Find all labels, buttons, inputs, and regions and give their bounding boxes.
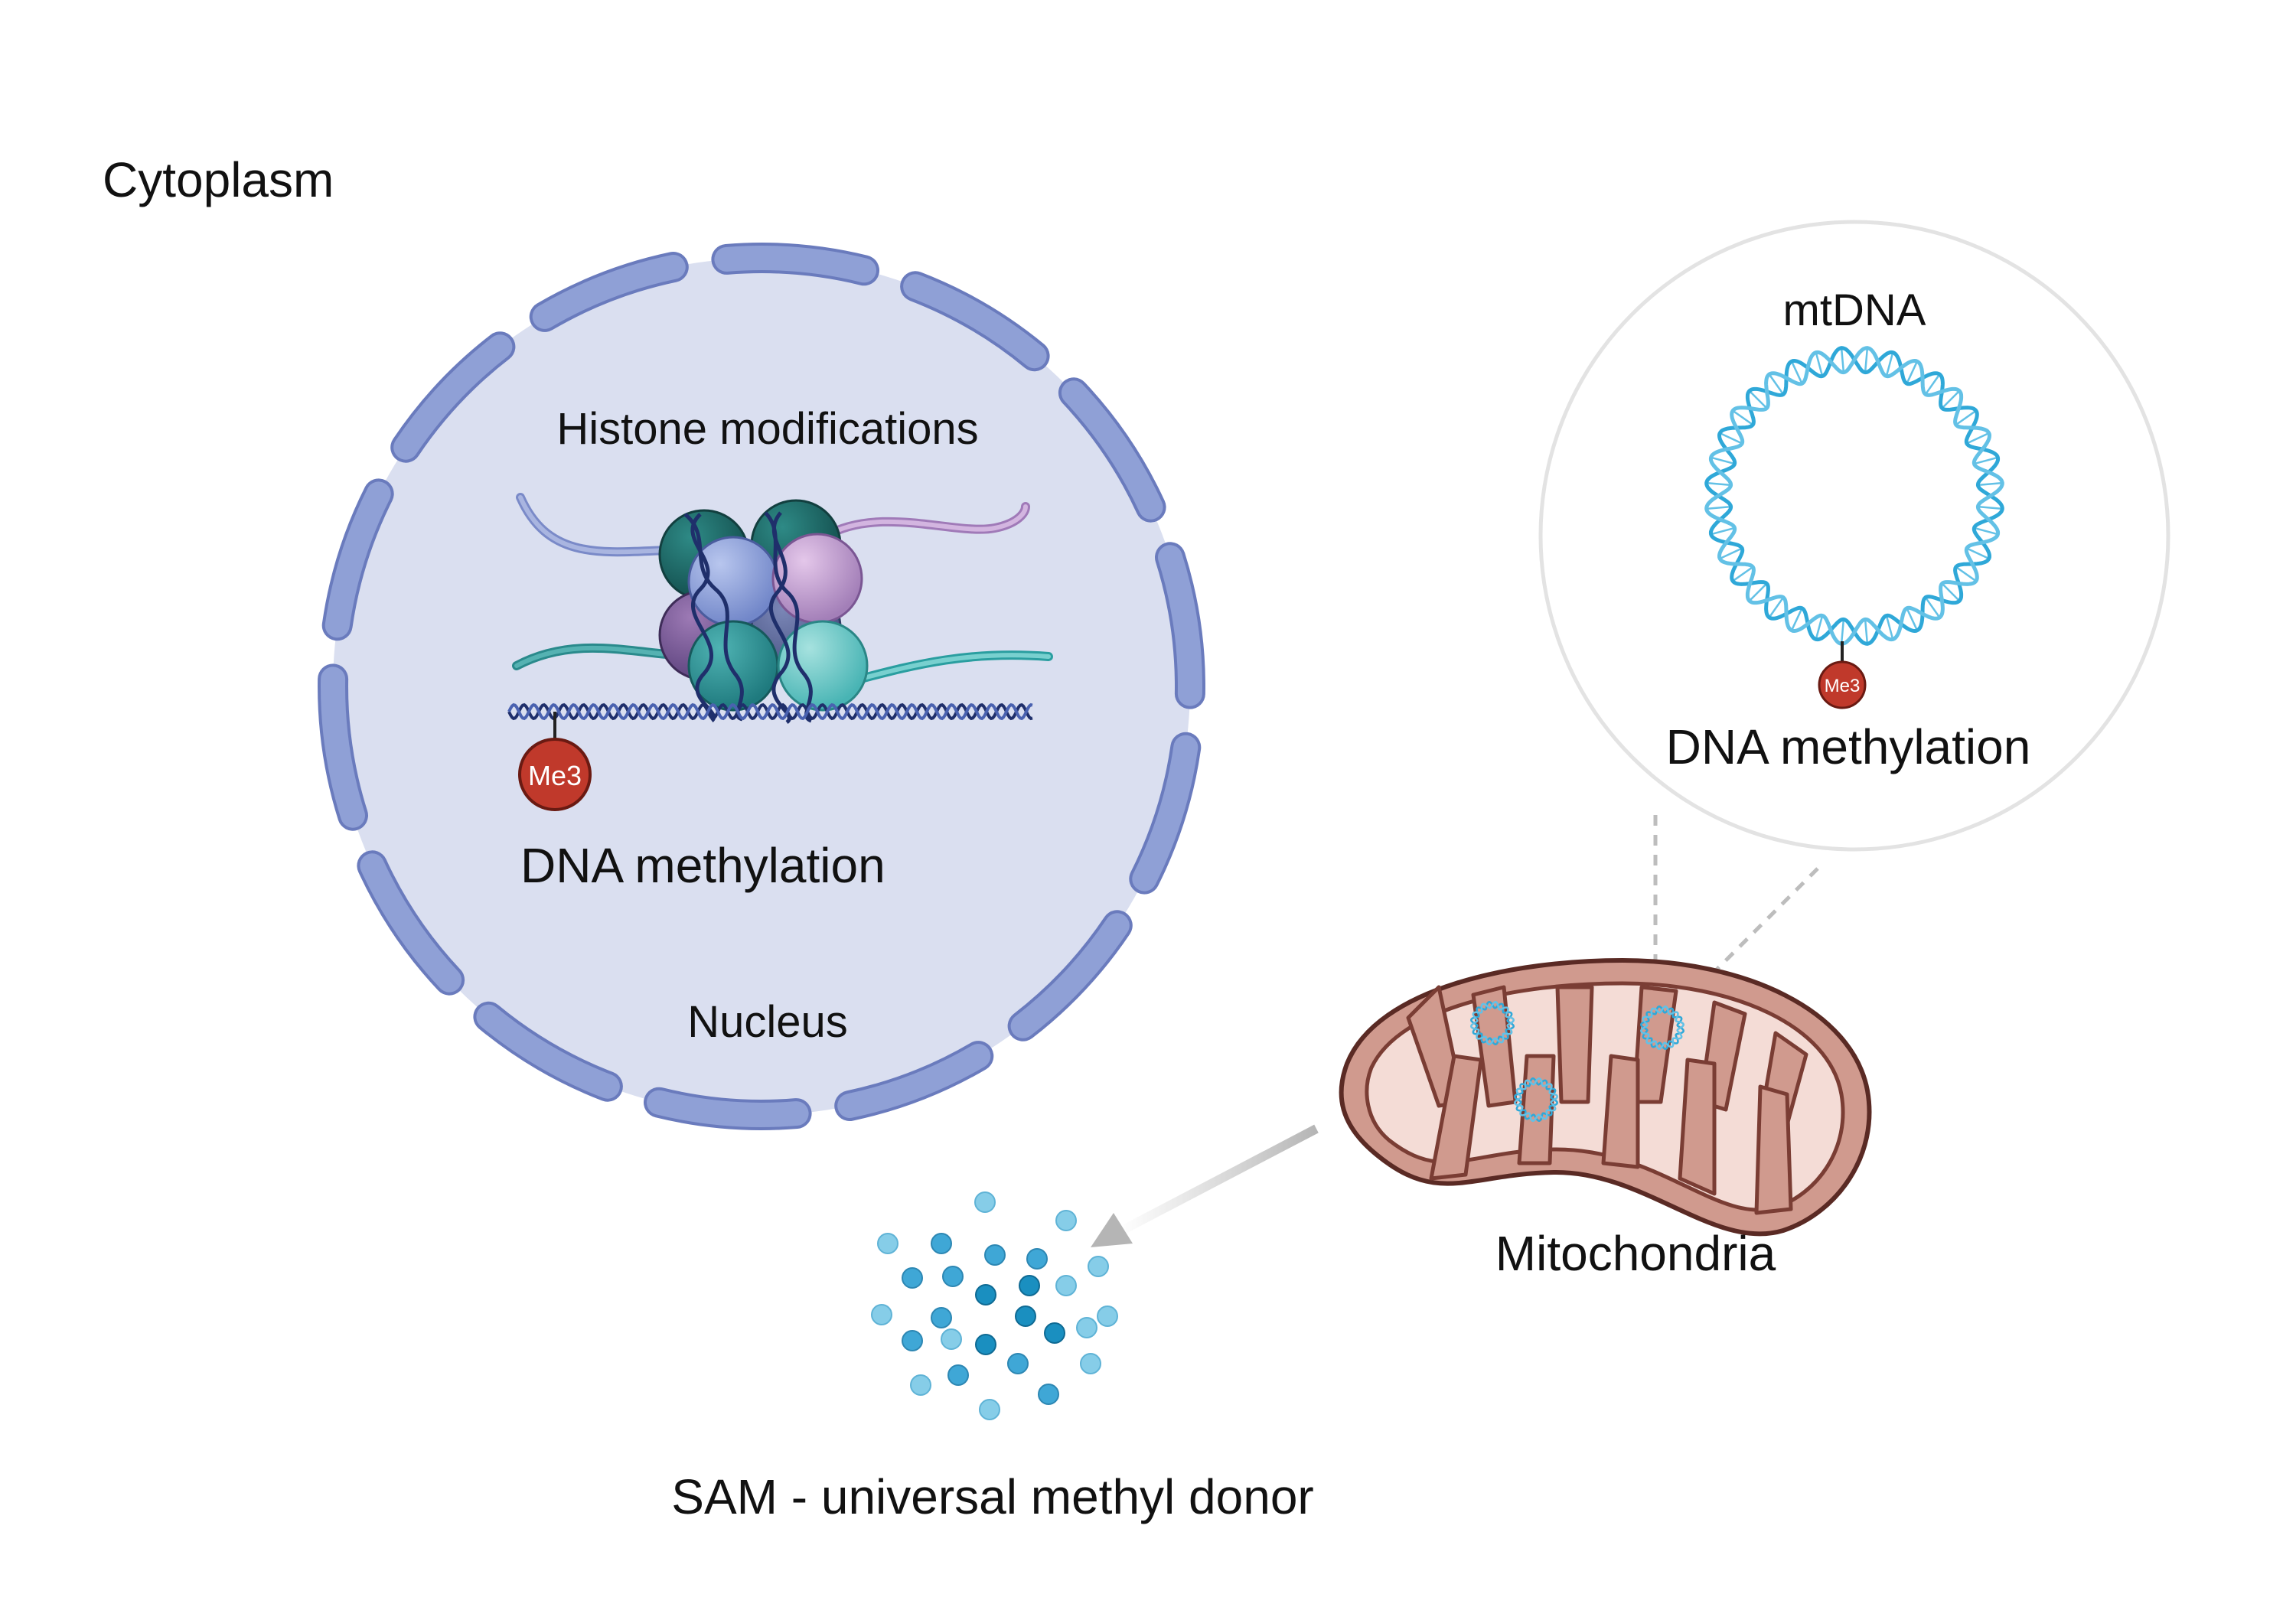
sam-molecule <box>1044 1322 1065 1344</box>
release-arrow <box>1091 1124 1319 1247</box>
sam-molecule <box>902 1330 923 1351</box>
sam-molecule <box>1038 1384 1059 1405</box>
sam-molecule <box>1055 1275 1077 1296</box>
sam-molecule <box>1097 1305 1118 1327</box>
mtdna-ring-icon <box>1514 1077 1558 1122</box>
me3-label-nuclear: Me3 <box>528 760 582 791</box>
mtdna-ring-icon <box>1470 1001 1515 1045</box>
nuclear-dna-methylation-label: DNA methylation <box>520 838 885 893</box>
methyl-tag-nuclear-icon: Me3 <box>518 712 592 811</box>
sam-molecule <box>910 1374 931 1396</box>
sam-molecule <box>931 1307 952 1328</box>
sam-molecule <box>1015 1305 1036 1327</box>
nuclear-envelope <box>318 243 1205 1130</box>
sam-molecule <box>942 1266 964 1287</box>
sam-molecule <box>975 1334 996 1355</box>
sam-molecule <box>902 1267 923 1289</box>
mt-dna-methylation-label: DNA methylation <box>1666 719 2031 774</box>
sam-molecule <box>1055 1210 1077 1231</box>
sam-molecule <box>974 1191 996 1213</box>
sam-molecule <box>877 1233 899 1254</box>
circular-dna-icon <box>1704 346 2004 646</box>
methyl-tag-mito-icon: Me3 <box>1818 641 1867 709</box>
molecule-cluster-icon <box>871 1191 1118 1420</box>
sam-molecule <box>1076 1317 1097 1338</box>
sam-molecule <box>931 1233 952 1254</box>
mtdna-ring-icon <box>1640 1006 1684 1050</box>
nucleosome-icon <box>512 493 1053 725</box>
sam-molecule <box>979 1399 1000 1420</box>
sam-molecule <box>1080 1353 1101 1374</box>
cytoplasm-label: Cytoplasm <box>103 152 334 207</box>
sam-molecule <box>1026 1248 1048 1270</box>
mitochondrion-icon <box>1339 957 1872 1237</box>
mtdna-zoom-panel: mtDNA Me3 DNA methylation <box>1538 220 2170 852</box>
sam-molecule <box>941 1328 962 1350</box>
sam-molecule <box>871 1304 892 1325</box>
me3-label-mito: Me3 <box>1825 676 1861 696</box>
sam-molecule <box>975 1284 996 1305</box>
sam-molecule <box>1019 1275 1040 1296</box>
sam-molecule <box>984 1244 1006 1266</box>
sam-label: SAM - universal methyl donor <box>671 1469 1313 1524</box>
nuclear-dna-strand <box>507 702 1033 721</box>
mtdna-label: mtDNA <box>1783 285 1926 335</box>
nucleus-label: Nucleus <box>687 997 848 1047</box>
mitochondria-label: Mitochondria <box>1495 1226 1776 1281</box>
zoom-connector <box>1653 815 1819 989</box>
sam-molecule <box>1007 1353 1029 1374</box>
sam-molecule <box>1088 1256 1109 1277</box>
sam-molecule <box>947 1364 969 1386</box>
histone-modifications-label: Histone modifications <box>556 404 978 454</box>
